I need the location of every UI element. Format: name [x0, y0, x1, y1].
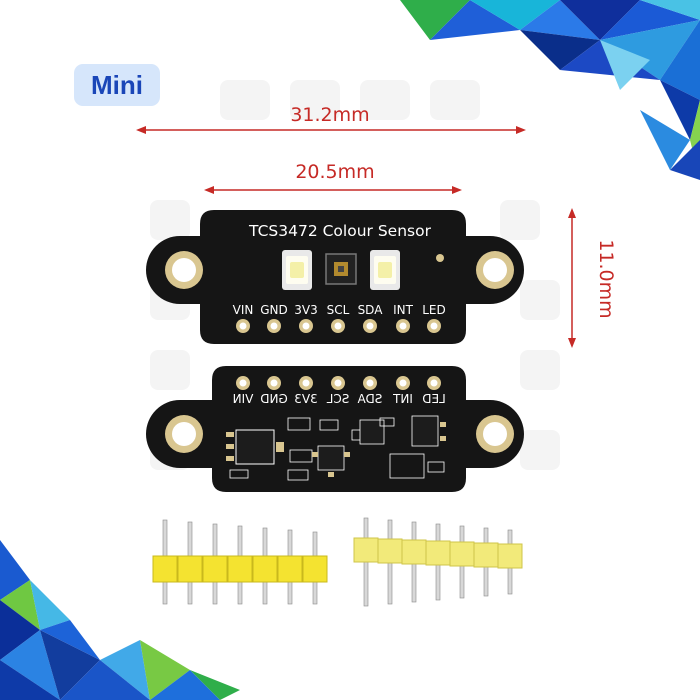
back-pin-pads	[236, 376, 441, 390]
header-pin	[227, 525, 253, 605]
pin-label: GND	[260, 392, 288, 406]
mini-badge: Mini	[74, 64, 160, 106]
board-title: TCS3472 Colour Sensor	[248, 222, 432, 240]
header-pin	[377, 519, 403, 605]
front-pin-labels: VIN GND 3V3 SCL SDA INT LED	[233, 303, 446, 317]
pin-label: LED	[422, 392, 446, 406]
header-pin	[449, 525, 475, 599]
pin-header-right	[353, 517, 523, 607]
pin-label: SDA	[357, 392, 383, 406]
pin-label: INT	[392, 392, 413, 406]
pin-label: LED	[422, 303, 446, 317]
header-pin	[152, 519, 178, 605]
pin-label: SDA	[358, 303, 384, 317]
pin-label: GND	[260, 303, 288, 317]
pin-header-left	[152, 519, 328, 605]
decor-polygons-top-right	[400, 0, 700, 180]
pin-label: SCL	[326, 392, 349, 406]
dimension-height: 11.0mm	[568, 208, 617, 348]
header-pin	[202, 523, 228, 605]
header-pin	[425, 523, 451, 601]
header-pin	[252, 527, 278, 605]
dimension-label-hole-pitch: 20.5mm	[295, 161, 374, 183]
sensor-board-front: TCS3472 Colour Sensor VIN GND 3V3 SCL SD…	[146, 210, 524, 344]
pin-label: VIN	[233, 303, 254, 317]
decor-polygons-bottom-left	[0, 540, 240, 700]
dimension-label-height: 11.0mm	[595, 239, 617, 318]
color-sensor-chip	[325, 253, 357, 285]
back-pin-labels: LED INT SDA SCL 3V3 GND VIN	[233, 392, 446, 406]
pin-label: INT	[393, 303, 414, 317]
pin-label: 3V3	[294, 392, 317, 406]
front-pin-pads	[236, 319, 441, 333]
pin-label: 3V3	[294, 303, 317, 317]
header-pin	[401, 521, 427, 603]
pin-label: SCL	[327, 303, 350, 317]
back-components	[226, 415, 446, 481]
header-pin	[497, 529, 523, 595]
dimension-hole-pitch: 20.5mm	[204, 161, 462, 194]
dimension-overall-width: 31.2mm	[136, 104, 526, 134]
header-pin	[473, 527, 499, 597]
led-left	[282, 250, 312, 290]
pin-label: VIN	[233, 392, 254, 406]
header-pin	[302, 531, 328, 605]
header-pin	[277, 529, 303, 605]
header-pin	[353, 517, 379, 607]
led-right	[370, 250, 400, 290]
dimension-label-overall-width: 31.2mm	[290, 104, 369, 126]
header-pin	[177, 521, 203, 605]
sensor-board-back: LED INT SDA SCL 3V3 GND VIN	[146, 366, 524, 492]
